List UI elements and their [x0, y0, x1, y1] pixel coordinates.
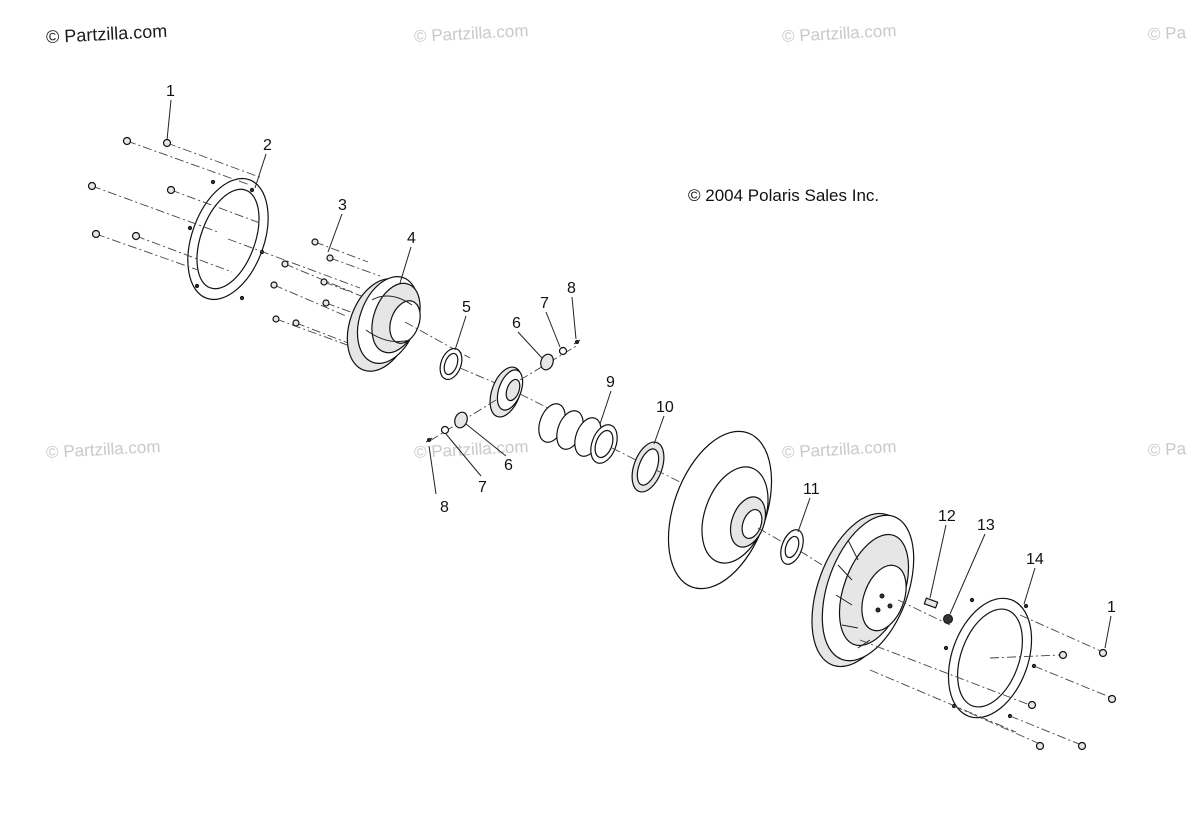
callout-14: 14: [1026, 551, 1044, 568]
pin-12: [897, 597, 951, 626]
callout-2: 2: [263, 137, 272, 154]
callout-8-lower: 8: [440, 499, 449, 516]
cam-housing: [346, 276, 421, 372]
callout-7-upper: 7: [540, 295, 549, 312]
callout-1-right: 1: [1107, 599, 1116, 616]
compression-spring: [538, 403, 618, 464]
spider-hub: [489, 366, 524, 418]
movable-sheave: [667, 430, 773, 590]
fastener-bolts-left: [87, 136, 361, 289]
thrust-washer: [631, 441, 665, 493]
shim-washer: [780, 529, 804, 565]
callout-4: 4: [407, 230, 416, 247]
callout-12: 12: [938, 508, 956, 525]
nut-13: [943, 614, 953, 624]
callout-1-left: 1: [166, 83, 175, 100]
roller-lower: [425, 399, 497, 443]
fastener-bolts-right: [859, 614, 1117, 751]
callout-labels: 1 2 3 4 5 6 7 8 9 10 8 7 6 11 12 13 14 1: [166, 83, 1116, 616]
fixed-sheave-fan: [811, 512, 915, 668]
callout-6-lower: 6: [504, 457, 513, 474]
callout-9: 9: [606, 374, 615, 391]
callout-3: 3: [338, 197, 347, 214]
leader-lines: [166, 99, 1112, 649]
callout-13: 13: [977, 517, 995, 534]
callout-7-lower: 7: [478, 479, 487, 496]
callout-8-upper: 8: [567, 280, 576, 297]
roller-upper: [519, 339, 581, 381]
callout-11: 11: [803, 481, 820, 498]
callout-10: 10: [656, 399, 674, 416]
snap-ring: [439, 347, 463, 381]
callout-5: 5: [462, 299, 471, 316]
copyright-text: © 2004 Polaris Sales Inc.: [688, 186, 880, 205]
callout-6-upper: 6: [512, 315, 521, 332]
